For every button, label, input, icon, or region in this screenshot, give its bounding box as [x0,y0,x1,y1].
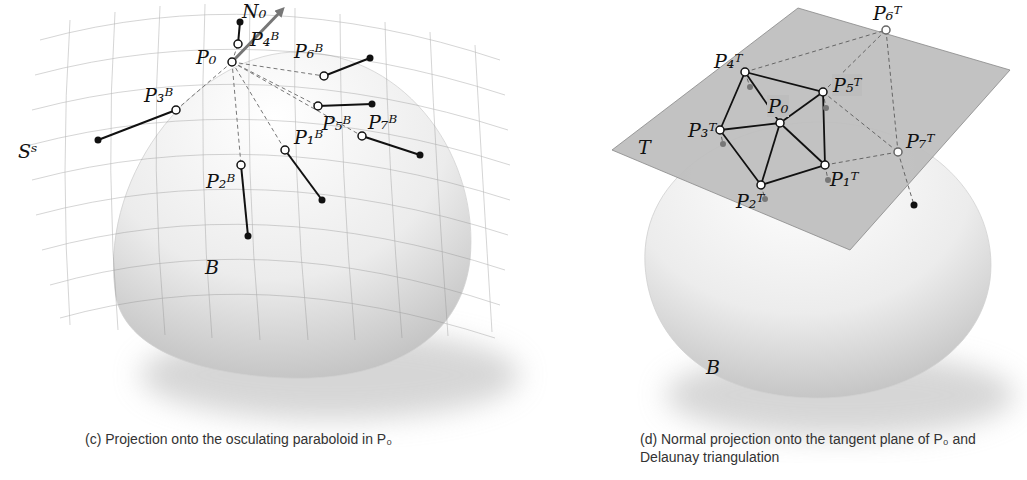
point-label: P₆ᴮ [294,40,323,62]
point-label: P₃ᴮ [144,84,173,106]
point-label: P₀ [767,95,789,117]
normal-label: N₀ [242,0,266,22]
point-label: P₄ᵀ [714,50,742,72]
point-label: P₂ᵀ [736,190,764,212]
body-b [113,52,470,378]
body-label: B [706,356,720,378]
point-label: P₇ᵀ [906,130,934,152]
projected-points [172,40,366,169]
plane-points [716,68,829,189]
point-label: P₃ᵀ [688,119,716,141]
offset-segments [98,22,420,236]
delaunay-edges [720,72,825,185]
point-label: P₁ᴮ [294,126,323,148]
caption: (d) Normal projection onto the tangent p… [640,430,1000,466]
paraboloid-mesh [30,4,510,340]
point-label: P₂ᴮ [206,170,235,192]
point-label: P₀ [196,46,216,68]
point-label: P₅ᴮ [322,112,351,134]
caption: (c) Projection onto the osculating parab… [85,430,505,448]
rejected-points [882,26,902,156]
point-label: P₅ᵀ [832,74,862,96]
dashed-edges [720,30,914,205]
sample-point [911,202,918,209]
surface-label: Sˢ [18,140,37,162]
point-label: P₆ᵀ [873,2,901,24]
point-label: P₁ᵀ [830,168,858,190]
point-label: P₇ᴮ [368,111,397,133]
point-label: P₄ᴮ [250,28,279,50]
surface-points [720,84,831,202]
tangent-plane [612,8,1010,250]
sample-points [95,19,424,240]
body-label: B [205,256,219,278]
plane-label: T [638,136,651,158]
